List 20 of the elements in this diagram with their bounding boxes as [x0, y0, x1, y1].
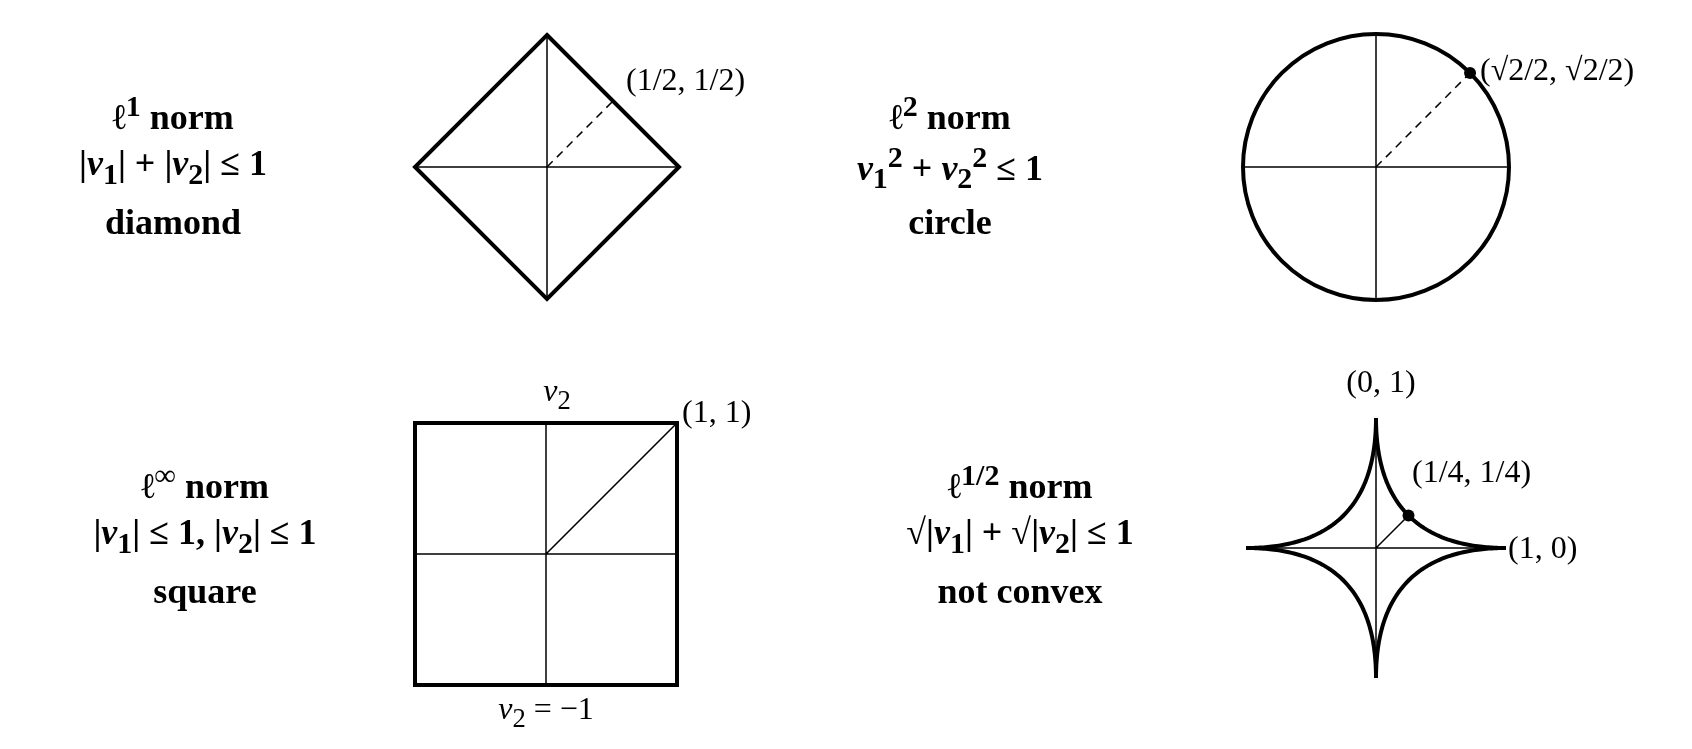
norm-name: ℓ$^{1}$ norm	[112, 88, 234, 138]
point-label: (0, 1)	[1346, 364, 1416, 400]
point-label: (1/2, 1/2)	[626, 62, 746, 98]
formula: |v$_{1}$| + |v$_{2}$| ≤ 1	[79, 144, 267, 190]
shape-name: square	[153, 572, 257, 612]
point-label: (1, 1)	[682, 394, 752, 430]
norm-name: ℓ$^{∞}$ norm	[141, 457, 269, 507]
shape-name: not convex	[937, 572, 1103, 612]
shape-name: diamond	[104, 203, 242, 243]
formula: |v$_{1}$| ≤ 1, |v$_{2}$| ≤ 1	[93, 513, 317, 559]
point-label: (√2/2, √2/2)	[1480, 52, 1635, 88]
point-label: (1, 0)	[1508, 530, 1578, 566]
formula: √|v$_{1}$| + √|v$_{2}$| ≤ 1	[906, 513, 1134, 559]
point-label: (1/4, 1/4)	[1412, 454, 1532, 490]
shape-name: circle	[908, 203, 992, 243]
formula: v$_{1}$$^{2}$ + v$_{2}$$^{2}$ ≤ 1	[856, 139, 1044, 195]
norm-name: ℓ$^{2}$ norm	[889, 88, 1011, 138]
axis-label: v$_{2}$	[543, 373, 571, 415]
axis-label: v$_{2}$ = −1	[498, 691, 594, 733]
norm-name: ℓ$^{1/2}$ norm	[947, 457, 1093, 507]
